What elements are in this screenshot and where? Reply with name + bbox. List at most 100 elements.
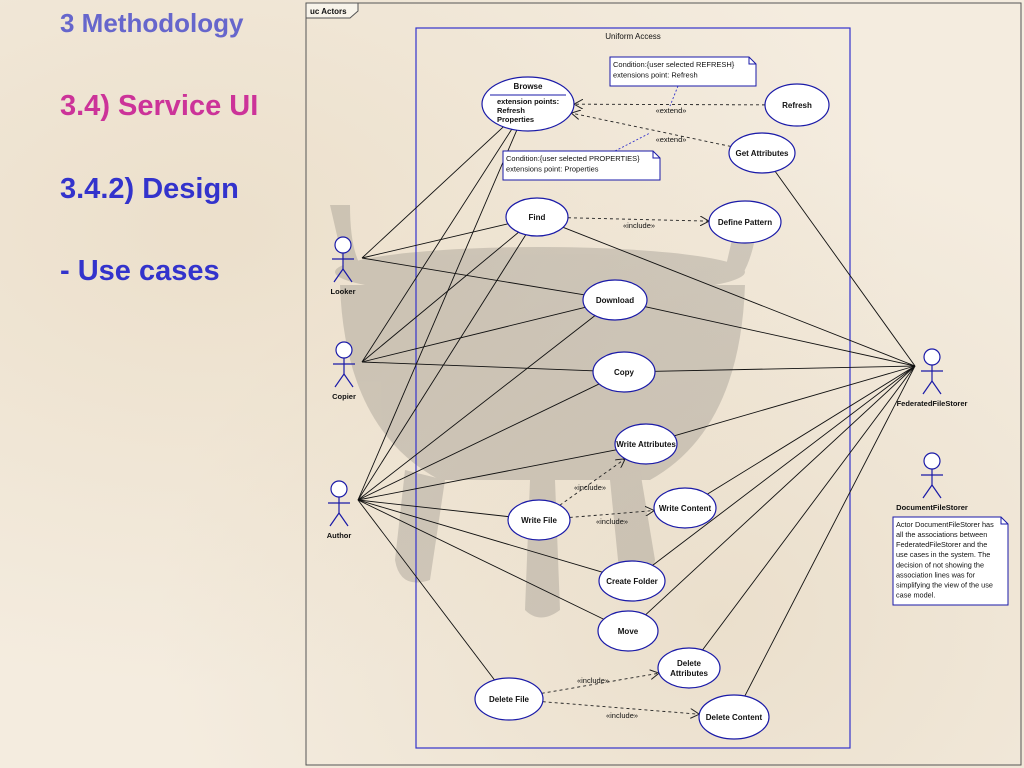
relation-stereotype-label: «extend»: [656, 135, 687, 144]
note-text-line: use cases in the system. The: [896, 550, 990, 559]
note-box: [609, 56, 757, 87]
note-fold: [1000, 517, 1008, 525]
use-case-ellipse[interactable]: [507, 499, 571, 541]
relation-stereotype-label: «extend»: [656, 106, 687, 115]
note-text-line: FederatedFileStorer and the: [896, 540, 987, 549]
frame-tab: [305, 2, 359, 19]
use-case-definepattern[interactable]: Define Pattern: [708, 200, 782, 244]
association-line-looker-find: [361, 223, 509, 259]
section-heading: 3.4) Service UI: [60, 90, 259, 122]
note-fold: [748, 57, 756, 65]
actor-label: Looker: [330, 287, 355, 296]
actor-leg-left: [334, 373, 345, 388]
use-case-ellipse[interactable]: [614, 423, 678, 465]
actor-leg-left: [329, 512, 340, 527]
association-line-copier-find: [361, 231, 519, 363]
association-line-federated-getattr: [774, 171, 916, 367]
use-case-ellipse[interactable]: [708, 200, 782, 244]
use-case-label: Delete Content: [706, 713, 763, 722]
use-case-writeattr[interactable]: Write Attributes: [614, 423, 678, 465]
use-case-download[interactable]: Download: [582, 279, 648, 321]
frame-tab-label: uc Actors: [310, 7, 347, 16]
association-line-author-writefile: [357, 499, 509, 518]
use-case-copy[interactable]: Copy: [592, 351, 656, 393]
use-case-ellipse[interactable]: [481, 76, 575, 132]
use-case-label: Browse: [514, 82, 543, 91]
use-case-ellipse[interactable]: [728, 132, 796, 174]
use-case-label: Attributes: [670, 669, 708, 678]
actor-federated[interactable]: FederatedFileStorer: [897, 348, 968, 408]
relation-stereotype-label: «include»: [623, 221, 655, 230]
actor-leg-left: [922, 380, 933, 395]
use-case-refresh[interactable]: Refresh: [764, 83, 830, 127]
actor-author[interactable]: Author: [327, 480, 352, 540]
use-case-label: Create Folder: [606, 577, 658, 586]
use-case-createfolder[interactable]: Create Folder: [598, 560, 666, 602]
use-case-ellipse[interactable]: [657, 647, 721, 689]
use-case-getattr[interactable]: Get Attributes: [728, 132, 796, 174]
association-line-copier-download: [361, 306, 586, 363]
association-line-federated-createfolder: [652, 365, 916, 566]
actor-leg-right: [343, 373, 354, 388]
actor-document[interactable]: DocumentFileStorer: [896, 452, 968, 512]
use-case-find[interactable]: Find: [505, 197, 569, 237]
use-case-ellipse[interactable]: [598, 560, 666, 602]
association-line-federated-download: [645, 306, 916, 367]
use-case-ellipse[interactable]: [698, 694, 770, 740]
use-case-ellipse[interactable]: [505, 197, 569, 237]
use-case-ellipse[interactable]: [474, 677, 544, 721]
use-case-ellipse[interactable]: [592, 351, 656, 393]
association-line-copier-browse: [361, 129, 513, 363]
system-boundary-label: Uniform Access: [605, 32, 661, 41]
note-text-line: extensions point: Properties: [506, 164, 599, 173]
association-line-federated-deletecontent: [744, 365, 916, 697]
use-case-label: Get Attributes: [735, 149, 789, 158]
use-case-ellipse[interactable]: [582, 279, 648, 321]
association-line-author-move: [357, 499, 604, 620]
use-case-writecontent[interactable]: Write Content: [653, 487, 717, 529]
association-line-looker-download: [361, 257, 585, 296]
note-text-line: extensions point: Refresh: [613, 70, 698, 79]
association-line-federated-move: [645, 365, 916, 616]
association-line-author-writeattr: [357, 449, 617, 501]
use-case-ellipse[interactable]: [653, 487, 717, 529]
use-case-deletecontent[interactable]: Delete Content: [698, 694, 770, 740]
relation-include-deletefile-deleteattr: [541, 673, 659, 694]
use-case-ellipse[interactable]: [764, 83, 830, 127]
relation-stereotype-label: «include»: [577, 676, 609, 685]
note-text-line: case model.: [896, 591, 935, 600]
association-line-author-copy: [357, 383, 600, 501]
note-box: [892, 516, 1009, 606]
note-text-line: all the associations between: [896, 530, 987, 539]
note-link-refresh: [669, 85, 679, 107]
use-case-label: Copy: [614, 368, 635, 377]
actor-head-icon: [923, 452, 941, 470]
use-case-label: Move: [618, 627, 639, 636]
association-line-author-createfolder: [357, 499, 603, 573]
relation-include-deletefile-deletecontent: [542, 701, 700, 715]
actor-leg-right: [342, 268, 353, 283]
actor-leg-right: [931, 380, 942, 395]
association-line-author-find: [357, 234, 527, 501]
use-case-move[interactable]: Move: [597, 610, 659, 652]
actor-copier[interactable]: Copier: [332, 341, 356, 401]
use-case-writefile[interactable]: Write File: [507, 499, 571, 541]
association-line-federated-deleteattr: [702, 365, 916, 651]
association-line-looker-browse: [361, 126, 504, 259]
use-case-label: Download: [596, 296, 634, 305]
note-text-line: Actor DocumentFileStorer has: [896, 520, 994, 529]
actor-looker[interactable]: Looker: [330, 236, 356, 296]
use-case-deletefile[interactable]: Delete File: [474, 677, 544, 721]
actor-leg-right: [338, 512, 349, 527]
use-case-label: Write Content: [659, 504, 712, 513]
slide-title: 3 Methodology: [60, 8, 244, 38]
association-line-author-browse: [357, 130, 518, 501]
association-line-federated-copy: [654, 365, 916, 372]
use-case-label: Refresh: [782, 101, 812, 110]
use-case-ellipse[interactable]: [597, 610, 659, 652]
use-case-label: Delete: [677, 659, 702, 668]
actor-head-icon: [923, 348, 941, 366]
